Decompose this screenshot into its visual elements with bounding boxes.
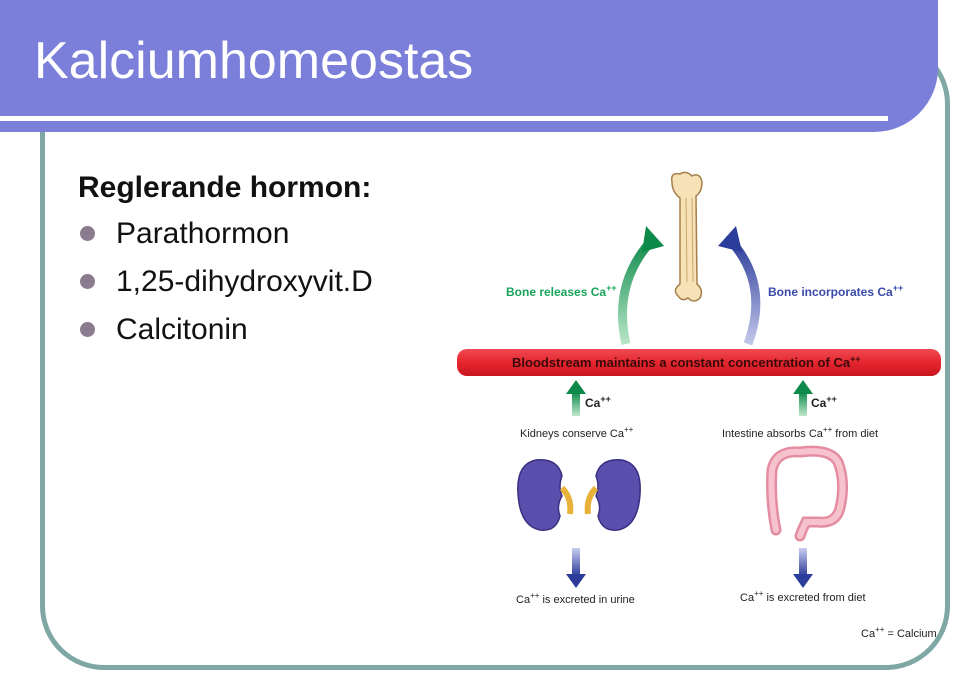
superscript: ++ xyxy=(823,425,833,434)
legend-suffix-text: = Calcium xyxy=(884,628,936,640)
urine-ca-text: Ca xyxy=(516,594,531,606)
bullet-dot-icon xyxy=(80,322,95,337)
diet-label: Ca++ is excreted from diet xyxy=(740,589,866,604)
bloodstream-label: Bloodstream maintains a constant concent… xyxy=(512,354,861,370)
diet-suffix-text: is excreted from diet xyxy=(763,592,865,604)
bullet-text: Calcitonin xyxy=(116,313,248,346)
ca-left-text: Ca xyxy=(585,396,601,410)
bullet-dot-icon xyxy=(80,274,95,289)
urine-down-arrow-icon xyxy=(566,548,586,588)
bone-releases-text: Bone releases Ca xyxy=(506,285,606,299)
intestine-prefix-text: Intestine absorbs Ca xyxy=(722,428,824,440)
bloodstream-band xyxy=(457,349,941,376)
title-underline xyxy=(0,116,888,121)
kidneys-text: Kidneys conserve Ca xyxy=(520,428,625,440)
superscript: ++ xyxy=(754,589,764,598)
bone-releases-label: Bone releases Ca++ xyxy=(506,283,617,299)
bullet-dot-icon xyxy=(80,226,95,241)
superscript: ++ xyxy=(893,283,904,293)
bone-incorporates-arrow-icon xyxy=(718,226,761,346)
intestine-up-arrow-icon xyxy=(793,380,813,416)
intestine-icon xyxy=(766,445,849,542)
bullet-item: Parathormon xyxy=(80,212,373,260)
superscript: ++ xyxy=(850,354,861,364)
subheading: Reglerande hormon: xyxy=(78,171,372,204)
superscript: ++ xyxy=(826,394,837,404)
bone-releases-arrow-icon xyxy=(618,226,664,345)
bloodstream-text: Bloodstream maintains a constant concent… xyxy=(512,355,851,370)
kidneys-label: Kidneys conserve Ca++ xyxy=(520,425,634,440)
bullet-list: Parathormon 1,25-dihydroxyvit.D Calciton… xyxy=(80,212,373,356)
urine-suffix-text: is excreted in urine xyxy=(539,594,634,606)
intestine-suffix-text: from diet xyxy=(832,428,878,440)
slide-title: Kalciumhomeostas xyxy=(34,32,474,90)
legend-ca-text: Ca xyxy=(861,628,876,640)
superscript: ++ xyxy=(530,591,540,600)
title-bar xyxy=(0,0,938,132)
intestine-label: Intestine absorbs Ca++ from diet xyxy=(722,425,878,440)
superscript: ++ xyxy=(624,425,634,434)
bone-incorporates-label: Bone incorporates Ca++ xyxy=(768,283,903,299)
bone-incorporates-text: Bone incorporates Ca xyxy=(768,285,893,299)
kidney-up-arrow-icon xyxy=(566,380,586,416)
bone-icon xyxy=(670,171,703,302)
bullet-item: 1,25-dihydroxyvit.D xyxy=(80,260,373,308)
superscript: ++ xyxy=(600,394,611,404)
kidneys-icon xyxy=(517,459,641,531)
bullet-text: Parathormon xyxy=(116,217,290,250)
diet-ca-text: Ca xyxy=(740,592,755,604)
superscript: ++ xyxy=(875,625,885,634)
superscript: ++ xyxy=(606,283,617,293)
legend-label: Ca++ = Calcium xyxy=(861,625,937,640)
diet-down-arrow-icon xyxy=(793,548,813,588)
calcium-diagram: Bone releases Ca++ Bone incorporates Ca+… xyxy=(457,171,941,640)
urine-label: Ca++ is excreted in urine xyxy=(516,591,635,606)
ca-left-label: Ca++ xyxy=(585,394,611,410)
ca-right-text: Ca xyxy=(811,396,827,410)
ca-right-label: Ca++ xyxy=(811,394,837,410)
bullet-text: 1,25-dihydroxyvit.D xyxy=(116,265,373,298)
bullet-item: Calcitonin xyxy=(80,308,373,356)
